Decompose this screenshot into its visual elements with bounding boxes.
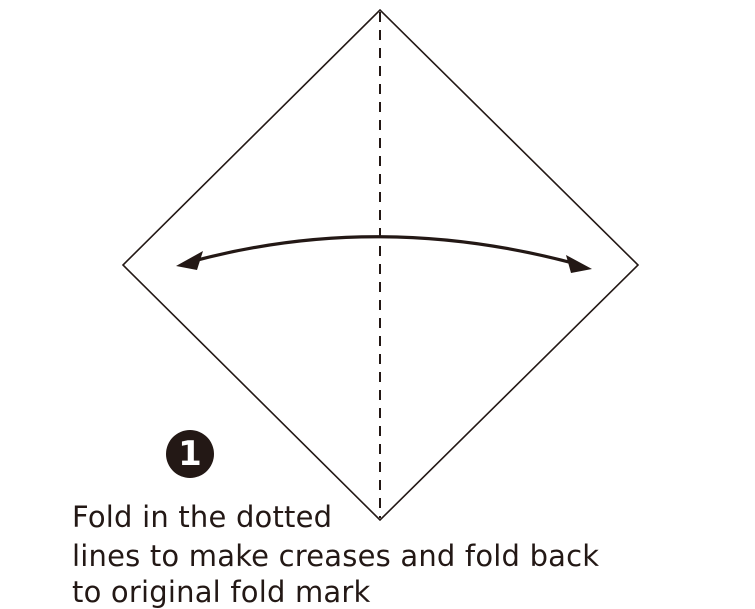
fold-arrow-icon bbox=[176, 235, 592, 273]
instruction-text-line-1: Fold in the dotted bbox=[72, 500, 333, 534]
origami-diagram bbox=[121, 8, 640, 522]
step-number-badge: 1 bbox=[166, 430, 214, 478]
instruction-text-line-2: lines to make creases and fold back bbox=[72, 539, 600, 573]
instruction-text-line-3: to original fold mark bbox=[72, 575, 371, 609]
